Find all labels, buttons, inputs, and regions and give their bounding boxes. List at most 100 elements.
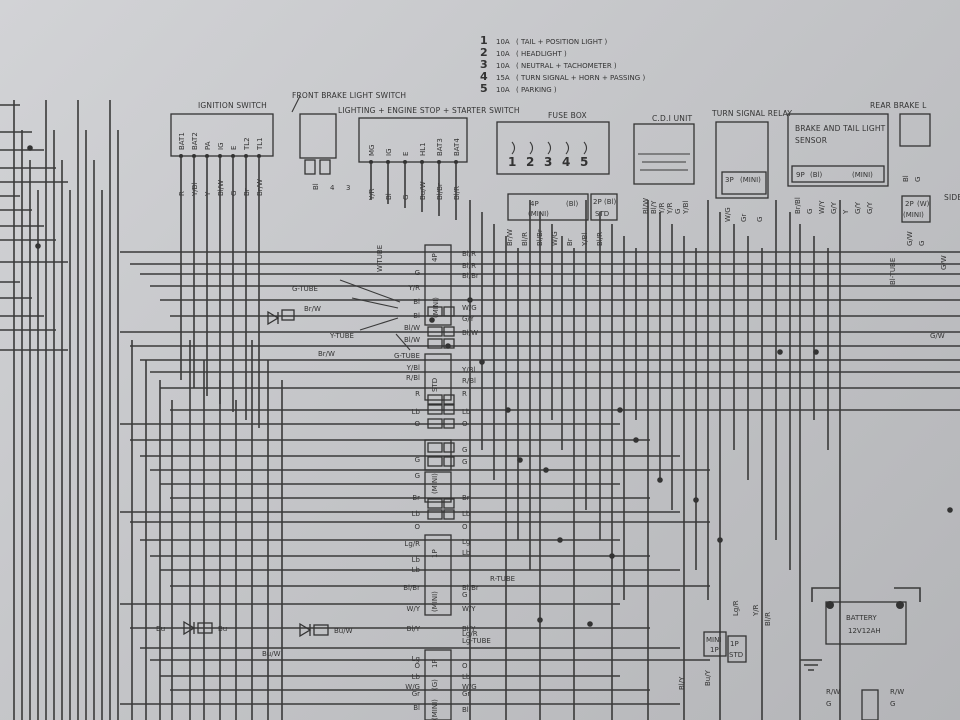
center-right-wire-label: Bl/R	[462, 262, 476, 270]
center-left-wire-label: Bl/Y	[407, 625, 421, 633]
block-g-label: (G)	[431, 679, 439, 690]
svg-text:( HEADLIGHT ): ( HEADLIGHT )	[516, 50, 567, 58]
center-left-wire-label: Lb	[412, 556, 421, 564]
fuse-box-title: FUSE BOX	[548, 111, 587, 120]
turn-relay-box	[715, 121, 769, 199]
junction	[537, 617, 543, 623]
fuse-2p-type: (Bl)	[604, 198, 616, 206]
side-gw-label: G/W	[930, 332, 945, 340]
side-title: SIDE	[944, 193, 960, 202]
fuse-element	[547, 141, 552, 155]
front-brake-switch-box	[299, 113, 337, 159]
side-w-label: (W)	[917, 200, 930, 208]
connector-block	[424, 471, 452, 503]
side-connector	[901, 195, 931, 223]
center-left-wire-label: G	[415, 456, 420, 464]
left-wire-label: Bu/W	[262, 650, 281, 658]
bottom-wire-label: G	[826, 700, 831, 708]
fuse-4p-type: (Bl)	[566, 200, 578, 208]
bottom-wire-label: R/W	[890, 688, 904, 696]
bottom-wire-label: Bl/Y	[678, 676, 686, 690]
brake-wire-label: G/Y	[854, 201, 862, 214]
coupler	[427, 306, 443, 317]
center-left-wire-label: Bl/Br	[403, 584, 420, 592]
diode	[267, 310, 280, 326]
lighting-wire-label: G	[402, 195, 410, 200]
turn-mini-label: (MINI)	[740, 176, 761, 184]
fuse-wire-label: Br/W	[506, 229, 514, 246]
wire	[359, 317, 399, 331]
junction	[467, 297, 473, 303]
center-right-wire-label: Lb	[462, 408, 471, 416]
block-mini-label: (MINI)	[431, 699, 439, 720]
lighting-pin	[420, 160, 424, 164]
fuse-mini-label: (MINI)	[528, 210, 549, 218]
center-left-wire-label: Lg/R	[404, 540, 420, 548]
junction	[617, 407, 623, 413]
svg-text:10A: 10A	[496, 38, 510, 46]
ignition-pin	[205, 154, 209, 158]
bottom-wire-label: R/W	[826, 688, 840, 696]
lighting-pin-label: BAT3	[436, 138, 444, 156]
center-right-wire-label: O	[462, 523, 468, 531]
diode	[299, 622, 312, 638]
front-brake-terminal	[319, 159, 331, 175]
junction	[777, 349, 783, 355]
svg-text:10A: 10A	[496, 86, 510, 94]
svg-text:3: 3	[480, 58, 488, 71]
mini-1p-type: 1P	[710, 646, 719, 654]
ignition-switch-title: IGNITION SWITCH	[198, 101, 267, 110]
brake-wire-label: G	[806, 209, 814, 214]
fuse-element	[511, 141, 516, 155]
battery-body	[825, 601, 907, 645]
ignition-pin	[244, 154, 248, 158]
front-brake-wire-label: 4	[330, 184, 335, 192]
fuse-element	[565, 141, 570, 155]
center-left-labels: GY/RBlBlBl/WBl/WY/BlR/BlRLbOGGBrLbOLg/RL…	[403, 269, 421, 712]
coupler	[427, 338, 443, 349]
turn-wire-label: G	[756, 217, 764, 222]
diode	[183, 620, 196, 636]
center-right-wire-label: R	[462, 390, 467, 398]
svg-text:4: 4	[480, 70, 488, 83]
fuse-wire-label: Bl/R	[521, 232, 529, 246]
svg-text:( TAIL + POSITION LIGHT ): ( TAIL + POSITION LIGHT )	[516, 38, 607, 46]
brake-wire-label: Br/Bl	[794, 197, 802, 214]
center-right-wire-label: Y/Bl	[461, 366, 475, 374]
center-right-wire-label: Gr	[462, 690, 470, 698]
ignition-wire-label: Y	[204, 191, 212, 197]
connector	[197, 622, 213, 634]
junction	[947, 507, 953, 513]
svg-text:15A: 15A	[496, 74, 510, 82]
ignition-wire-label: Br/W	[256, 179, 264, 196]
lighting-pin	[454, 160, 458, 164]
side-wire-label: G/W	[940, 255, 948, 270]
fuse-element	[583, 141, 588, 155]
left-wire-label: Bu	[218, 625, 227, 633]
fuse-element	[529, 141, 534, 155]
side-wire-label: G	[918, 241, 926, 246]
center-right-wire-label: R/Bl	[462, 377, 476, 385]
ignition-pin-label: IG	[217, 143, 225, 151]
front-brake-wire-label: Bl	[312, 183, 320, 190]
side-wire-label: G/W	[906, 231, 914, 246]
block-mini-label: (MINI)	[431, 591, 439, 612]
lighting-pin	[437, 160, 441, 164]
lighting-pin-label: MG	[368, 145, 376, 156]
center-right-wire-label: G	[462, 591, 467, 599]
brake-tail-sensor: BRAKE AND TAIL LIGHT SENSOR 9P (Bl) (MIN…	[787, 113, 889, 215]
fuse-4p-label: 4P	[530, 200, 539, 208]
center-right-labels: Bl/RBl/RBl/BrW/GG/YBl/WY/BlR/BlRLbOGGBrL…	[461, 250, 479, 714]
rear-brake-wire-label: Bl	[902, 175, 910, 182]
g-tube-b-label: G-TUBE	[394, 352, 420, 360]
connector-block	[424, 244, 452, 326]
center-left-wire-label: G	[415, 472, 420, 480]
fuse-2p-connector	[590, 193, 618, 221]
center-right-wire-label: W/G	[462, 304, 477, 312]
left-wire-label: Bu	[156, 625, 165, 633]
center-right-wire-label: Lb	[462, 510, 471, 518]
center-right-wire-label: Lb	[462, 549, 471, 557]
ignition-pin	[179, 154, 183, 158]
